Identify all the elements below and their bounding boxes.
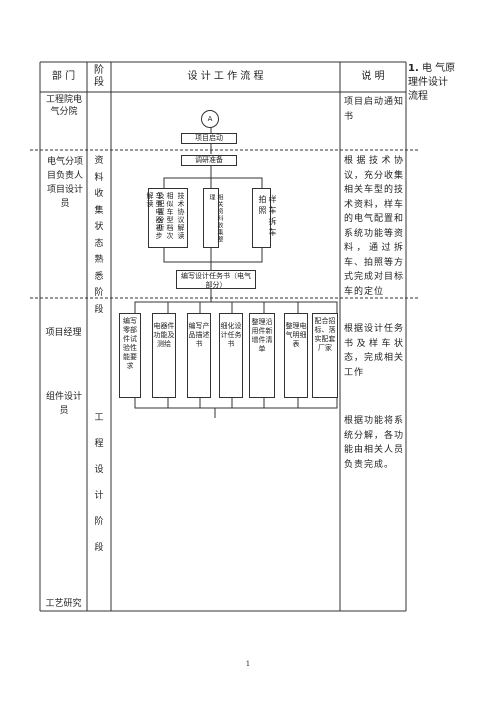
task-box-2: 电器件功能及测绘: [152, 313, 176, 398]
task-box-5: 整理沿用件新增件清单: [249, 313, 275, 398]
task-box-3: 编写产品描述书: [187, 313, 211, 398]
side-title-number: 1.: [408, 63, 419, 74]
teardown-label: 样车拆车拍照: [258, 195, 277, 239]
task-box-1: 编写零部件试验性能要求: [119, 313, 141, 398]
page-number: 1: [245, 660, 251, 668]
header-flow: 设 计 工 作 流 程: [187, 71, 264, 82]
analysis-col-1: 技术协议解读: [177, 192, 185, 240]
analysis-box: 技术协议解读 相似车型档次及配置分析 车型电器初步解读: [146, 188, 188, 248]
dept-row-4: 组件设计员: [45, 392, 82, 416]
desc-row-4: 根据功能将系统分解，各功能由相关人员负责完成。: [344, 416, 405, 470]
dept-row-3: 项目经理: [45, 328, 82, 338]
task-box-6: 整理电气明细表: [284, 313, 308, 398]
dept-row-1: 工程院电气分院: [45, 95, 82, 117]
task-book-box: 编写设计任务书（电气部分）: [176, 270, 256, 289]
start-connector: A: [201, 110, 219, 128]
data-collection-label: 相关资料收集整理: [208, 194, 223, 243]
dept-row-2: 电气分项目负责人项目设计员: [46, 157, 83, 209]
task-box-7: 配合招标、落实配套厂家: [312, 313, 338, 398]
header-stage: 阶段: [94, 65, 104, 88]
header-desc: 说 明: [361, 71, 385, 82]
research-box: 调研准备: [181, 155, 237, 166]
task-box-4: 细化设计任务书: [219, 313, 243, 398]
analysis-col-2: 相似车型档次及配置分析: [157, 192, 174, 240]
side-title-text: 电 气原理件设计流程: [408, 63, 456, 102]
data-collection-box: 相关资料收集整理: [203, 188, 223, 248]
stage-row-1: 资 料 收 集 状 态 熟 悉 阶 段: [94, 156, 104, 315]
header-dept: 部 门: [51, 71, 76, 82]
desc-row-3: 根据设计任务书及样车状态，完成相关工作: [344, 324, 405, 378]
project-start-box: 项目启动: [181, 133, 237, 144]
stage-row-2: 工 程 设 计 阶 段: [94, 413, 104, 553]
side-title: 1. 电 气原理件设计流程: [408, 62, 456, 104]
start-connector-label: A: [207, 115, 213, 123]
desc-row-2: 根据技术协议，充分收集相关车型的技术资料，样车的电气配置和系统功能等资料，通过拆…: [344, 156, 405, 297]
desc-row-1: 项目启动通知书: [344, 97, 405, 122]
analysis-col-3: 车型电器初步解读: [146, 192, 163, 240]
dept-row-5: 工艺研究: [45, 599, 82, 609]
teardown-box: 样车拆车拍照: [252, 188, 277, 248]
